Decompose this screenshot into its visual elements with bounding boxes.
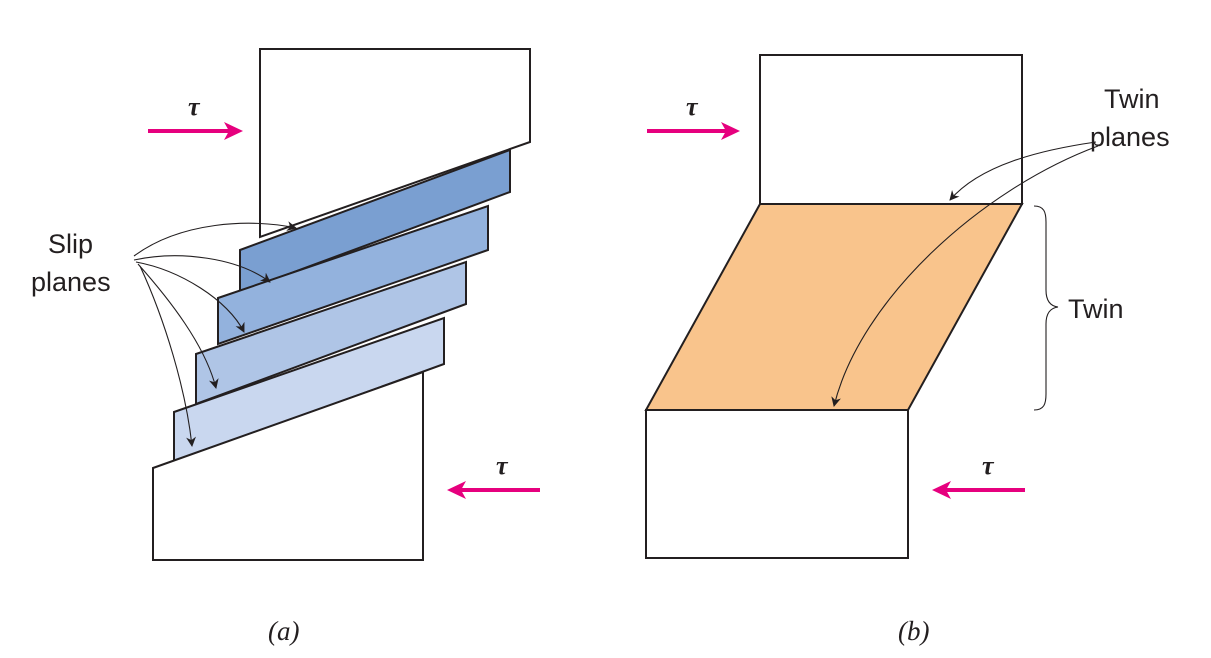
panel-a-slip: τ τ Slip planes (a) bbox=[31, 48, 540, 646]
twin-planes-label-line1: Twin bbox=[1104, 84, 1160, 114]
upper-block-a bbox=[259, 48, 531, 239]
slip-band-2 bbox=[217, 204, 489, 346]
tau-symbol-bottom-a: τ bbox=[496, 451, 509, 480]
upper-block-b bbox=[759, 54, 1023, 205]
twin-region bbox=[644, 203, 1024, 411]
tau-symbol-top-b: τ bbox=[686, 92, 699, 121]
slip-band-4 bbox=[173, 316, 445, 464]
stress-arrowhead-bottom-b bbox=[932, 481, 951, 499]
panel-b-twin: τ τ Twin planes Twin (b) bbox=[644, 54, 1170, 646]
lower-block-b bbox=[645, 409, 909, 559]
slip-planes-label-line2: planes bbox=[31, 267, 111, 297]
twin-brace bbox=[1033, 205, 1059, 411]
tau-symbol-bottom-b: τ bbox=[982, 451, 995, 480]
stress-arrowhead-top-a bbox=[224, 122, 243, 140]
caption-a: (a) bbox=[268, 616, 299, 646]
slip-band-1 bbox=[239, 148, 511, 294]
slip-planes-label-line1: Slip bbox=[48, 229, 93, 259]
slip-band-3 bbox=[195, 260, 467, 406]
caption-b: (b) bbox=[898, 616, 929, 646]
twin-label: Twin bbox=[1068, 294, 1124, 324]
lower-block-a bbox=[152, 370, 424, 561]
twin-planes-label-line2: planes bbox=[1090, 122, 1170, 152]
twin-planes-leaders bbox=[831, 141, 1099, 407]
stress-arrowhead-bottom-a bbox=[447, 481, 466, 499]
slip-planes-leaders bbox=[133, 221, 297, 447]
stress-arrowhead-top-b bbox=[721, 122, 740, 140]
tau-symbol-top-a: τ bbox=[188, 92, 201, 121]
